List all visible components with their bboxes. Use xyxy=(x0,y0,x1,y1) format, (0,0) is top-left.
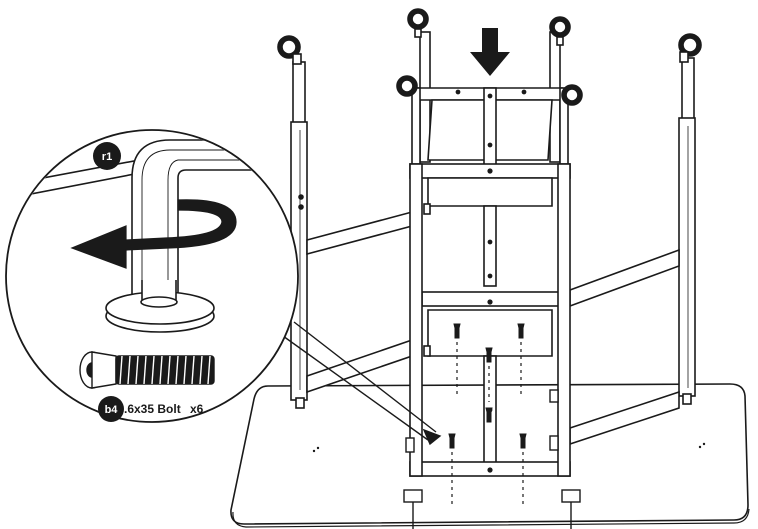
insertion-dashes xyxy=(451,342,524,508)
caster-wheel-icon xyxy=(277,8,702,106)
bolt-icon xyxy=(79,351,215,389)
center-frame xyxy=(409,31,571,477)
down-arrow-icon xyxy=(470,28,510,76)
left-leg xyxy=(290,61,308,409)
bolt-quantity: x6 xyxy=(190,402,204,416)
left-crossbeam xyxy=(306,210,413,394)
callout-leader xyxy=(282,321,442,446)
rotate-arrow-icon xyxy=(70,199,237,269)
svg-text:r1: r1 xyxy=(102,151,112,163)
right-leg xyxy=(678,57,696,405)
bolt-description: .6x35 Bolt xyxy=(124,402,181,416)
part-label-r1: r1 xyxy=(93,142,121,170)
bolt-label: b4 .6x35 Bolt x6 xyxy=(98,396,204,422)
floor-brackets xyxy=(403,389,581,529)
bolt-code: b4 xyxy=(105,404,119,416)
inserted-bolts xyxy=(448,323,527,449)
